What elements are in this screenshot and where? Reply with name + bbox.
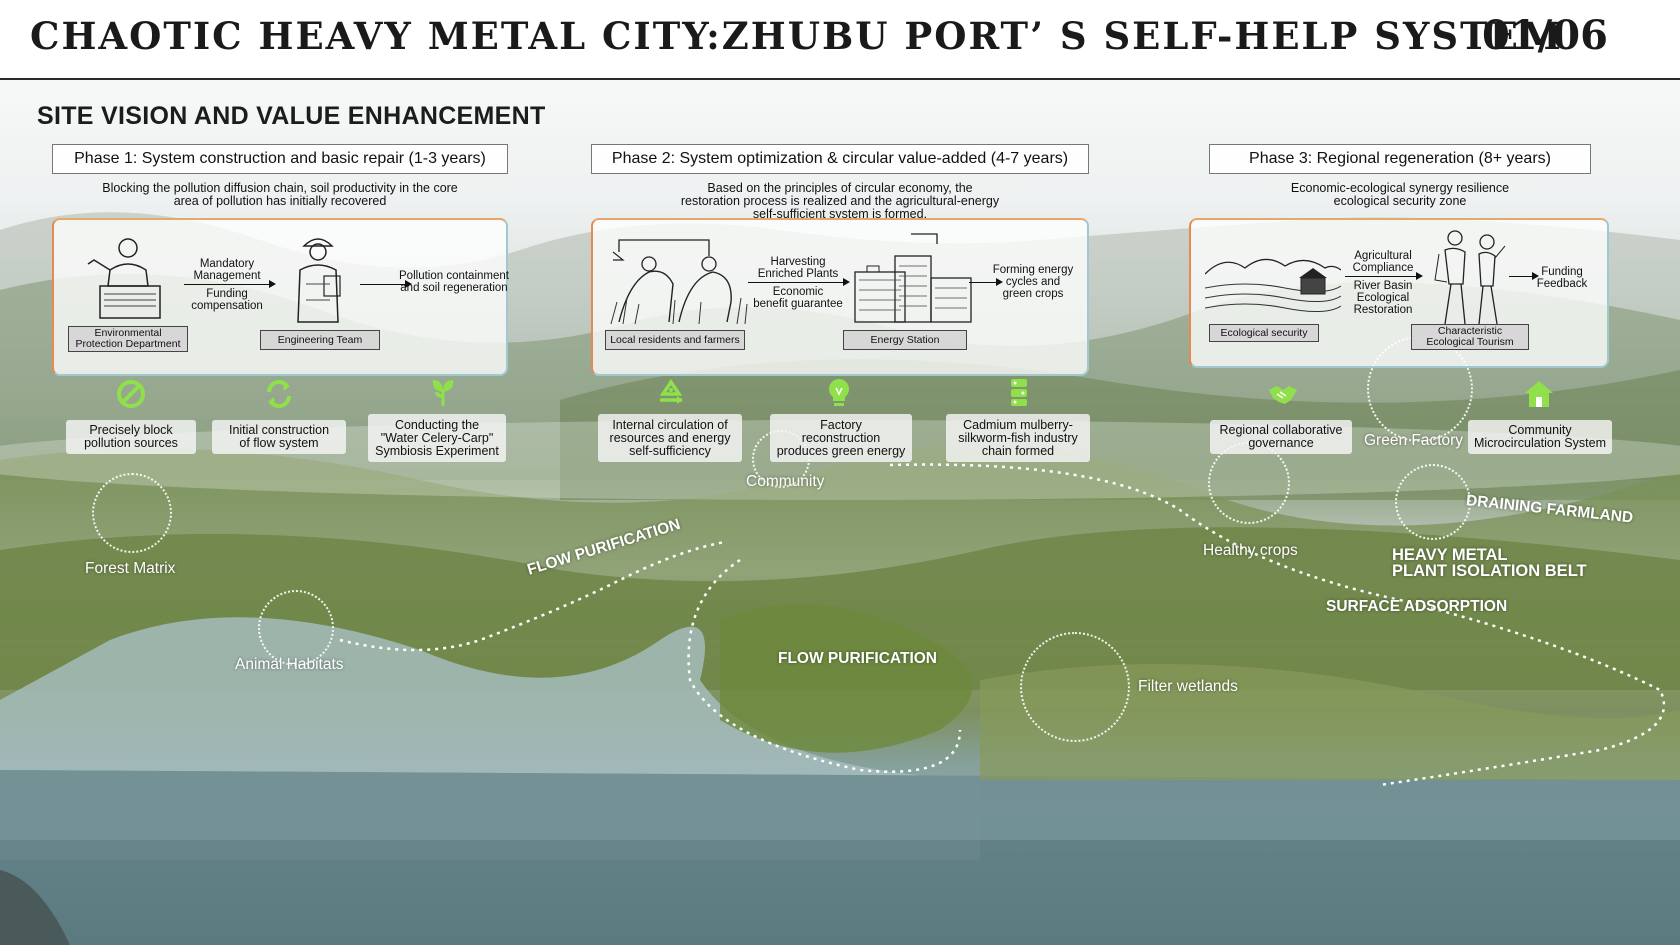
phase-1-label-engineering: Engineering Team — [260, 330, 380, 350]
tourists-sketch — [1434, 230, 1506, 325]
forest-matrix-label: Forest Matrix — [85, 560, 176, 577]
phase-3-label-ecological: Ecological security — [1209, 324, 1319, 342]
phase-1-title: Phase 1: System construction and basic r… — [52, 144, 508, 174]
filter-wetlands-label: Filter wetlands — [1138, 678, 1238, 695]
energy-station-sketch — [854, 233, 972, 323]
healthy-crops-label: Healthy crops — [1203, 542, 1298, 559]
phase-2-arrow-1 — [748, 278, 850, 286]
farmland-house-sketch — [1205, 258, 1341, 312]
no-entry-icon — [114, 377, 148, 411]
draining-farmland-circle — [1395, 464, 1471, 540]
header: CHAOTIC HEAVY METAL CITY:ZHUBU PORT’ S S… — [0, 0, 1680, 80]
community-label: Community — [746, 473, 825, 490]
isolation-belt-label-1: HEAVY METAL — [1392, 546, 1508, 564]
plant-icon — [426, 375, 460, 409]
section-title: SITE VISION AND VALUE ENHANCEMENT — [37, 102, 546, 130]
recycle-arrows-icon — [262, 377, 296, 411]
engineer-sketch — [297, 238, 341, 323]
page-title: CHAOTIC HEAVY METAL CITY:ZHUBU PORT’ S S… — [30, 14, 1563, 58]
page-number: 01/06 — [1482, 12, 1608, 59]
cycle-icon — [654, 377, 688, 411]
phase-1-arrow-2 — [360, 280, 412, 288]
phase-2-title: Phase 2: System optimization & circular … — [591, 144, 1089, 174]
filter-wetlands-circle — [1020, 632, 1130, 742]
action-celery-carp: Conducting the"Water Celery-Carp"Symbios… — [368, 414, 506, 462]
landscape-scene: Forest Matrix Animal Habitats Community … — [0, 80, 1680, 945]
phase-2-label-energy: Energy Station — [843, 330, 967, 350]
surface-adsorption-label: SURFACE ADSORPTION — [1326, 598, 1508, 615]
farmers-sketch — [610, 239, 748, 325]
phase-3-title: Phase 3: Regional regeneration (8+ years… — [1209, 144, 1591, 174]
lightbulb-icon — [822, 375, 856, 409]
isolation-belt-label-2: PLANT ISOLATION BELT — [1392, 562, 1587, 580]
phase-3-arrow-1 — [1345, 272, 1423, 280]
flow-path-lines — [339, 463, 1666, 787]
animal-habitats-circle — [258, 590, 334, 666]
healthy-crops-circle — [1208, 442, 1290, 524]
phase-1-description: Blocking the pollution diffusion chain, … — [102, 181, 458, 208]
forest-matrix-circle — [92, 473, 172, 553]
phase-2-arrow-2 — [969, 278, 1003, 286]
animal-habitats-label: Animal Habitats — [235, 656, 344, 673]
flow-purification-label-2: FLOW PURIFICATION — [778, 650, 937, 667]
official-speaker-sketch — [87, 238, 161, 319]
green-factory-label: Green Factory — [1364, 432, 1464, 449]
home-icon — [1522, 377, 1556, 411]
phase-2-label-farmers: Local residents and farmers — [605, 330, 745, 350]
handshake-icon — [1266, 377, 1300, 411]
chain-icon — [1002, 375, 1036, 409]
phase-3-arrow-2 — [1509, 272, 1539, 280]
phase-1-arrow-1 — [184, 280, 276, 288]
phase-2-description: Based on the principles of circular econ… — [680, 181, 1000, 221]
